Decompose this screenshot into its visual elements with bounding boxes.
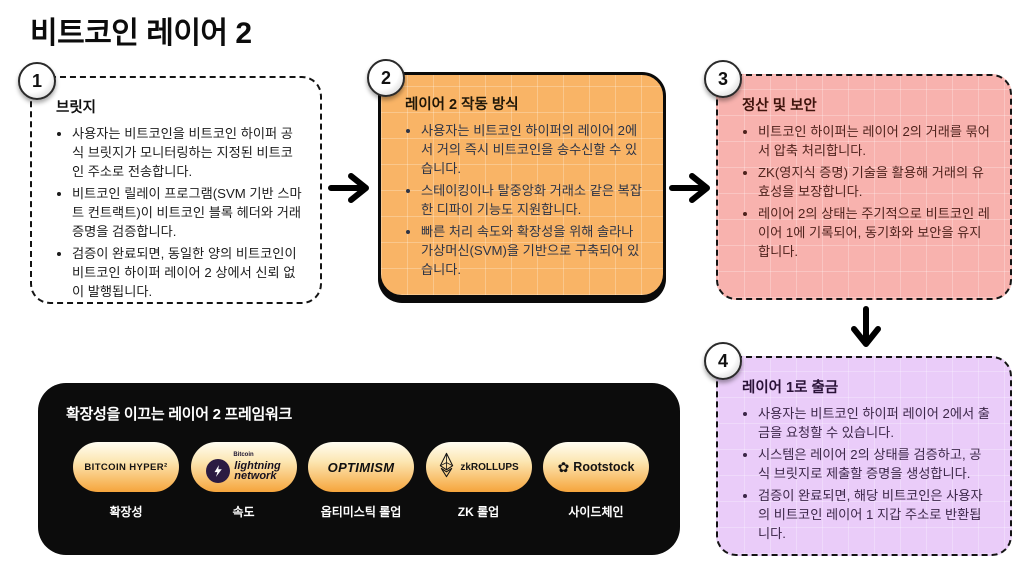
step-box-settlement-security: 3 정산 및 보안 비트코인 하이퍼는 레이어 2의 거래를 묶어서 압축 처리… xyxy=(704,60,1012,300)
step-heading: 정산 및 보안 xyxy=(742,98,817,114)
step-bullet-list: 사용자는 비트코인 하이퍼 레이어 2에서 출금을 요청할 수 있습니다. 시스… xyxy=(742,404,992,543)
bullet-item: 사용자는 비트코인 하이퍼의 레이어 2에서 거의 즉시 비트코인을 송수신할 … xyxy=(421,121,645,178)
lightning-bitcoin-text: Bitcoin xyxy=(233,451,254,458)
bullet-item: 검증이 완료되면, 동일한 양의 비트코인이 비트코인 하이퍼 레이어 2 상에… xyxy=(72,244,302,301)
lightning-network-logo-text: lightning network xyxy=(234,459,281,482)
lightning-bolt-icon xyxy=(206,458,231,483)
step-bullet-list: 사용자는 비트코인을 비트코인 하이퍼 공식 브릿지가 모니터링하는 지정된 비… xyxy=(56,124,302,301)
framework-item-zk-rollup: zkROLLUPS ZK 롤업 xyxy=(421,442,537,520)
bullet-item: 빠른 처리 속도와 확장성을 위해 솔라나 가상머신(SVM)을 기반으로 구축… xyxy=(421,222,645,279)
framework-item-sidechain: ✿ Rootstock 사이드체인 xyxy=(538,442,654,520)
arrow-down-icon xyxy=(848,306,884,355)
step-heading: 브릿지 xyxy=(56,100,97,116)
step-number: 3 xyxy=(717,68,728,89)
ethereum-icon xyxy=(438,452,455,483)
bullet-item: 비트코인 릴레이 프로그램(SVM 기반 스마트 컨트랙트)이 비트코인 블록 … xyxy=(72,184,302,241)
step-box-layer2-operation: 2 레이어 2 작동 방식 사용자는 비트코인 하이퍼의 레이어 2에서 거의 … xyxy=(367,59,666,298)
arrow-right-icon xyxy=(328,170,372,211)
framework-panel: 확장성을 이끄는 레이어 2 프레임워크 BITCOIN HYPER² 확장성 … xyxy=(38,383,680,555)
bullet-item: 사용자는 비트코인을 비트코인 하이퍼 공식 브릿지가 모니터링하는 지정된 비… xyxy=(72,124,302,181)
framework-item-label: 확장성 xyxy=(109,505,143,519)
arrow-right-icon xyxy=(669,170,713,211)
step-bullet-list: 사용자는 비트코인 하이퍼의 레이어 2에서 거의 즉시 비트코인을 송수신할 … xyxy=(405,121,645,279)
step-number: 4 xyxy=(717,350,728,371)
bitcoin-hyper-logo-text: BITCOIN HYPER² xyxy=(84,461,168,473)
optimism-logo-text: OPTIMISM xyxy=(327,459,395,475)
step-number-badge: 3 xyxy=(704,60,742,98)
page-title: 비트코인 레이어 2 xyxy=(30,17,252,50)
bitcoin-hyper-logo: BITCOIN HYPER² xyxy=(73,442,179,492)
framework-item-speed: Bitcoin lightning network 속도 xyxy=(186,442,302,520)
bullet-item: 사용자는 비트코인 하이퍼 레이어 2에서 출금을 요청할 수 있습니다. xyxy=(758,404,992,442)
framework-item-label: ZK 롤업 xyxy=(457,505,500,519)
framework-item-label: 옵티미스틱 롤업 xyxy=(320,505,402,519)
bullet-item: 비트코인 하이퍼는 레이어 2의 거래를 묶어서 압축 처리합니다. xyxy=(758,122,992,160)
framework-item-label: 속도 xyxy=(232,505,255,519)
bullet-item: 검증이 완료되면, 해당 비트코인은 사용자의 비트코인 레이어 1 지갑 주소… xyxy=(758,486,992,543)
framework-item-optimistic-rollup: OPTIMISM 옵티미스틱 롤업 xyxy=(303,442,419,520)
framework-panel-title: 확장성을 이끄는 레이어 2 프레임워크 xyxy=(66,406,293,423)
rootstock-logo: ✿ Rootstock xyxy=(543,442,649,492)
framework-logo-row: BITCOIN HYPER² 확장성 Bitcoin lightning net… xyxy=(66,442,656,520)
step-number-badge: 1 xyxy=(18,62,56,100)
optimism-logo: OPTIMISM xyxy=(308,442,414,492)
framework-item-scalability: BITCOIN HYPER² 확장성 xyxy=(68,442,184,520)
step-bullet-list: 비트코인 하이퍼는 레이어 2의 거래를 묶어서 압축 처리합니다. ZK(영지… xyxy=(742,122,992,261)
rootstock-flower-icon: ✿ xyxy=(557,459,570,475)
step-number: 2 xyxy=(380,67,391,88)
zk-rollups-logo-text: zkROLLUPS xyxy=(460,461,519,473)
step-heading: 레이어 1로 출금 xyxy=(742,380,839,396)
step-box-bridge: 1 브릿지 사용자는 비트코인을 비트코인 하이퍼 공식 브릿지가 모니터링하는… xyxy=(18,62,322,304)
bullet-item: 시스템은 레이어 2의 상태를 검증하고, 공식 브릿지로 제출할 증명을 생성… xyxy=(758,445,992,483)
step-box-withdraw-layer1: 4 레이어 1로 출금 사용자는 비트코인 하이퍼 레이어 2에서 출금을 요청… xyxy=(704,342,1012,556)
step-number: 1 xyxy=(31,70,42,91)
bullet-item: 스테이킹이나 탈중앙화 거래소 같은 복잡한 디파이 기능도 지원합니다. xyxy=(421,181,645,219)
step-number-badge: 4 xyxy=(704,342,742,380)
step-heading: 레이어 2 작동 방식 xyxy=(405,97,519,113)
framework-item-label: 사이드체인 xyxy=(568,505,624,519)
rootstock-logo-text: Rootstock xyxy=(573,460,635,474)
zk-rollups-logo: zkROLLUPS xyxy=(425,442,532,492)
bullet-item: ZK(영지식 증명) 기술을 활용해 거래의 유효성을 보장합니다. xyxy=(758,163,992,201)
bullet-item: 레이어 2의 상태는 주기적으로 비트코인 레이어 1에 기록되어, 동기화와 … xyxy=(758,204,992,261)
step-number-badge: 2 xyxy=(367,59,405,97)
lightning-network-logo: Bitcoin lightning network xyxy=(190,442,297,492)
